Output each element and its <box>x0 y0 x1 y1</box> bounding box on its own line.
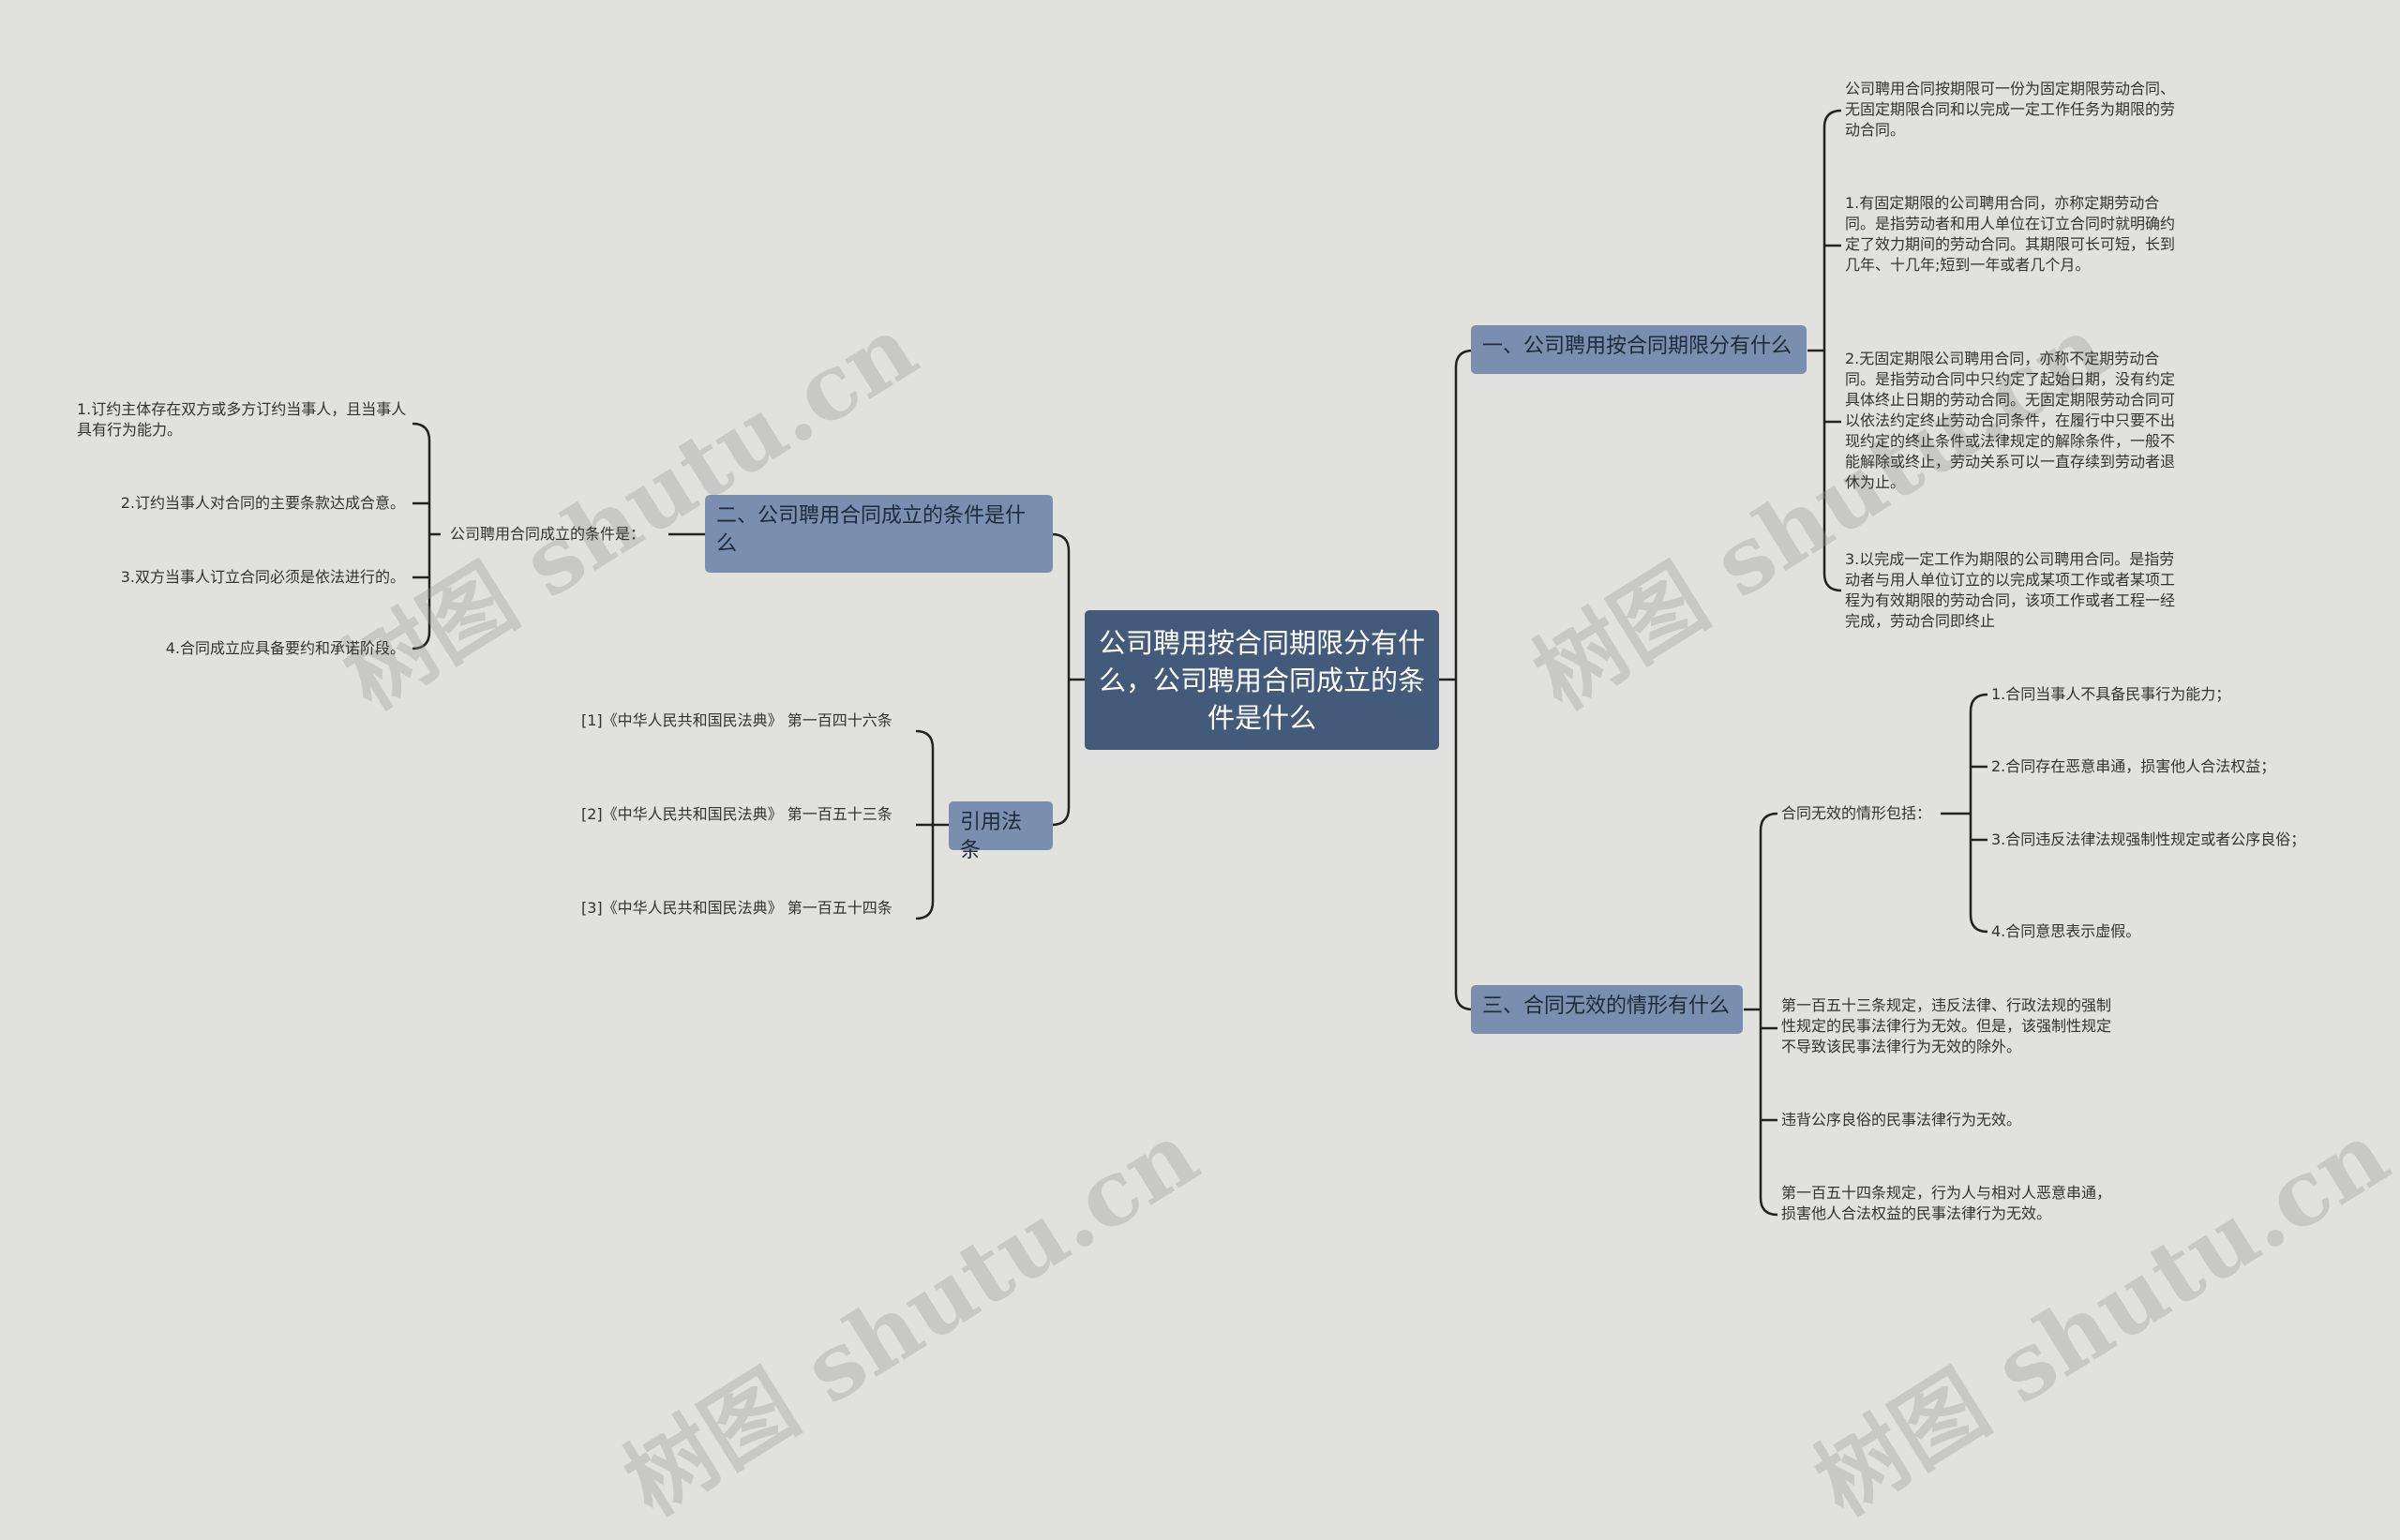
list-item: 1.合同当事人不具备民事行为能力； <box>1991 685 2231 703</box>
root-topic[interactable]: 公司聘用按合同期限分有什么，公司聘用合同成立的条件是什么 <box>1085 610 1439 750</box>
list-item: 4.合同成立应具备要约和承诺阶段。 <box>165 639 405 657</box>
invalid-sub-label: 合同无效的情形包括： <box>1781 804 1932 822</box>
branch-contract-conditions[interactable]: 二、公司聘用合同成立的条件是什么 <box>705 495 1053 573</box>
list-item: 3.合同违反法律法规强制性规定或者公序良俗； <box>1991 830 2306 848</box>
branch-contract-period[interactable]: 一、公司聘用按合同期限分有什么 <box>1471 325 1807 374</box>
connector-b1-bracket <box>1822 109 1842 592</box>
branch-cited-laws[interactable]: 引用法条 <box>949 801 1053 862</box>
list-item: 3.以完成一定工作为期限的公司聘用合同。是指劳动者与用人单位订立的以完成某项工作… <box>1845 550 2176 630</box>
branch-label: 引用法条 <box>960 811 1023 862</box>
list-item: 公司聘用合同按期限可一份为固定期限劳动合同、无固定期限合同和以完成一定工作任务为… <box>1845 80 2176 139</box>
list-item: 1.订约主体存在双方或多方订约当事人，且当事人具有行为能力。 <box>77 400 407 439</box>
connector-right-spine <box>1454 349 1474 1011</box>
list-item: [2]《中华人民共和国民法典》 第一百五十三条 <box>581 805 892 823</box>
list-item: 2.合同存在恶意串通，损害他人合法权益； <box>1991 757 2276 775</box>
list-item: 1.有固定期限的公司聘用合同，亦称定期劳动合同。是指劳动者和用人单位在订立合同时… <box>1845 194 2176 274</box>
connector-lines <box>412 109 1988 1217</box>
list-item: 第一百五十三条规定，违反法律、行政法规的强制性规定的民事法律行为无效。但是，该强… <box>1781 996 2112 1055</box>
branch-label: 一、公司聘用按合同期限分有什么 <box>1482 335 1792 358</box>
list-item: 第一百五十四条规定，行为人与相对人恶意串通，损害他人合法权益的民事法律行为无效。 <box>1781 1184 2112 1222</box>
list-item: 3.双方当事人订立合同必须是依法进行的。 <box>120 568 405 586</box>
list-item: [3]《中华人民共和国民法典》 第一百五十四条 <box>581 899 892 917</box>
list-item: [1]《中华人民共和国民法典》 第一百四十六条 <box>581 711 892 729</box>
list-item: 2.订约当事人对合同的主要条款达成合意。 <box>120 494 405 512</box>
connector-b3-sub-bracket <box>1969 693 1988 934</box>
branch-label: 三、合同无效的情形有什么 <box>1482 994 1731 1018</box>
branch-label: 二、公司聘用合同成立的条件是什么 <box>716 504 1027 556</box>
branch-invalid-contract[interactable]: 三、合同无效的情形有什么 <box>1471 985 1743 1034</box>
root-topic-label: 公司聘用按合同期限分有什么，公司聘用合同成立的条件是什么 <box>1098 626 1425 734</box>
list-item: 违背公序良俗的民事法律行为无效。 <box>1781 1111 2022 1129</box>
list-item: 4.合同意思表示虚假。 <box>1991 922 2141 940</box>
conditions-sub-label: 公司聘用合同成立的条件是： <box>450 525 646 543</box>
list-item: 2.无固定期限公司聘用合同，亦称不定期劳动合同。是指劳动合同中只约定了起始日期，… <box>1845 350 2176 491</box>
connector-b3-bracket <box>1759 812 1778 1217</box>
connector-left-spine <box>1051 532 1071 827</box>
connector-b2-bracket <box>412 422 431 650</box>
